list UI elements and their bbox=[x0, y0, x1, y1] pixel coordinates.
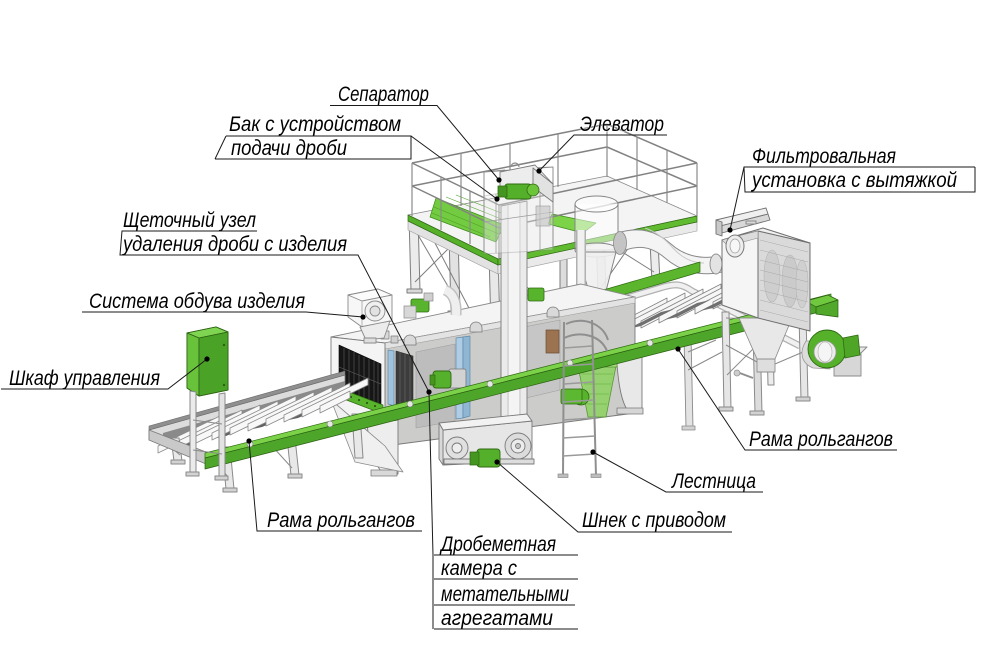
svg-text:установка с вытяжкой: установка с вытяжкой bbox=[750, 169, 957, 192]
svg-text:Сепаратор: Сепаратор bbox=[338, 83, 429, 106]
svg-text:Система обдува изделия: Система обдува изделия bbox=[89, 290, 305, 313]
svg-text:Рама рольгангов: Рама рольгангов bbox=[267, 509, 415, 532]
svg-text:агрегатами: агрегатами bbox=[441, 607, 553, 630]
svg-text:Фильтровальная: Фильтровальная bbox=[752, 145, 896, 168]
svg-text:удаления дроби с изделия: удаления дроби с изделия bbox=[121, 233, 347, 256]
svg-text:Шкаф управления: Шкаф управления bbox=[9, 367, 160, 390]
svg-text:Шнек с приводом: Шнек с приводом bbox=[582, 509, 726, 532]
svg-text:Элеватор: Элеватор bbox=[580, 113, 664, 136]
svg-text:Лестница: Лестница bbox=[670, 470, 756, 493]
svg-text:камера с: камера с bbox=[441, 557, 517, 580]
svg-text:Дробеметная: Дробеметная bbox=[439, 533, 556, 556]
svg-text:Бак с устройством: Бак с устройством bbox=[229, 113, 401, 136]
svg-text:Щеточный узел: Щеточный узел bbox=[123, 209, 256, 232]
svg-text:Рама рольгангов: Рама рольгангов bbox=[749, 428, 893, 451]
svg-text:подачи дроби: подачи дроби bbox=[231, 137, 347, 160]
svg-text:метательными: метательными bbox=[441, 583, 569, 606]
